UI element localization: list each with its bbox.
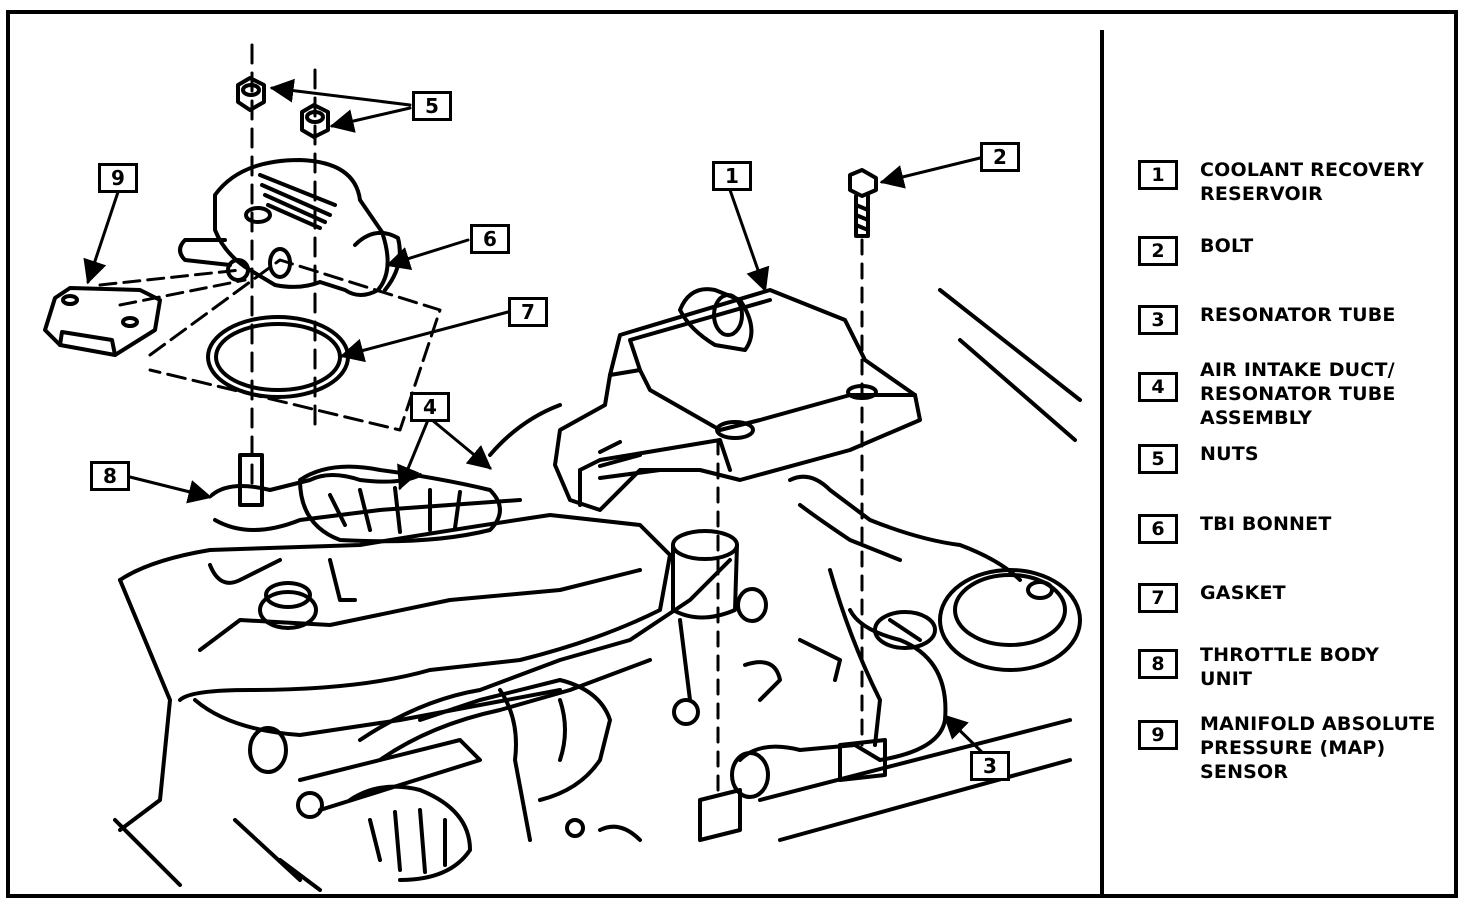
legend-number: 1: [1138, 160, 1178, 190]
resonator-tube-drawing: [698, 288, 1082, 842]
legend-number: 9: [1138, 720, 1178, 750]
legend-line: UNIT: [1200, 668, 1253, 690]
legend-number: 6: [1138, 514, 1178, 544]
legend-number: 4: [1138, 372, 1178, 402]
callout-4: 4: [410, 392, 450, 422]
hose-drawing: [671, 529, 842, 726]
legend-label: RESONATOR TUBE: [1200, 303, 1396, 327]
callout-9: 9: [98, 163, 138, 193]
engine-illustration: [43, 43, 1082, 892]
legend-item: 5 NUTS: [1138, 442, 1259, 474]
callout-7: 7: [508, 297, 548, 327]
legend-line: NUTS: [1200, 443, 1259, 465]
callout-8: 8: [90, 461, 130, 491]
legend-label: THROTTLE BODY UNIT: [1200, 643, 1379, 691]
callout-1: 1: [712, 161, 752, 191]
legend-item: 4 AIR INTAKE DUCT/ RESONATOR TUBE ASSEMB…: [1138, 358, 1396, 430]
nut-parts: [236, 76, 330, 139]
tbi-bonnet-drawing: [178, 158, 402, 297]
map-sensor-drawing: [43, 268, 247, 357]
legend-label: GASKET: [1200, 581, 1286, 605]
legend-label: NUTS: [1200, 442, 1259, 466]
legend-number: 2: [1138, 236, 1178, 266]
legend-line: SENSOR: [1200, 761, 1289, 783]
callout-3: 3: [970, 751, 1010, 781]
legend-divider: [1100, 30, 1104, 898]
legend-line: ASSEMBLY: [1200, 407, 1313, 429]
throttle-body-drawing: [210, 403, 562, 544]
callout-leaders: [83, 78, 992, 762]
legend-label: BOLT: [1200, 234, 1253, 258]
legend-item: 1 COOLANT RECOVERY RESERVOIR: [1138, 158, 1424, 206]
callout-5: 5: [412, 91, 452, 121]
legend-number: 8: [1138, 649, 1178, 679]
callout-6: 6: [470, 224, 510, 254]
legend-line: THROTTLE BODY: [1200, 644, 1380, 666]
legend-line: TBI BONNET: [1200, 513, 1332, 535]
legend-label: TBI BONNET: [1200, 512, 1332, 536]
legend-line: RESONATOR TUBE: [1200, 383, 1396, 405]
nut-centerlines: [250, 43, 317, 492]
legend-line: MANIFOLD ABSOLUTE: [1200, 713, 1436, 735]
legend-item: 9 MANIFOLD ABSOLUTE PRESSURE (MAP) SENSO…: [1138, 712, 1435, 784]
legend-number: 5: [1138, 444, 1178, 474]
legend-item: 7 GASKET: [1138, 581, 1286, 613]
legend-number: 7: [1138, 583, 1178, 613]
legend-line: BOLT: [1200, 235, 1254, 257]
legend-line: COOLANT RECOVERY: [1200, 159, 1424, 181]
legend-number: 3: [1138, 305, 1178, 335]
coolant-reservoir-drawing: [553, 287, 922, 512]
legend-item: 2 BOLT: [1138, 234, 1253, 266]
legend-label: AIR INTAKE DUCT/ RESONATOR TUBE ASSEMBLY: [1200, 358, 1396, 430]
legend-line: RESERVOIR: [1200, 183, 1323, 205]
engine-body-drawing: [113, 513, 732, 892]
callout-2: 2: [980, 142, 1020, 172]
legend-line: GASKET: [1200, 582, 1286, 604]
legend-line: PRESSURE (MAP): [1200, 737, 1386, 759]
legend-item: 8 THROTTLE BODY UNIT: [1138, 643, 1379, 691]
legend-label: MANIFOLD ABSOLUTE PRESSURE (MAP) SENSOR: [1200, 712, 1435, 784]
legend-label: COOLANT RECOVERY RESERVOIR: [1200, 158, 1424, 206]
legend-line: AIR INTAKE DUCT/: [1200, 359, 1395, 381]
legend-line: RESONATOR TUBE: [1200, 304, 1396, 326]
bolt-drawing: [716, 168, 878, 802]
legend-item: 6 TBI BONNET: [1138, 512, 1332, 544]
legend-item: 3 RESONATOR TUBE: [1138, 303, 1396, 335]
